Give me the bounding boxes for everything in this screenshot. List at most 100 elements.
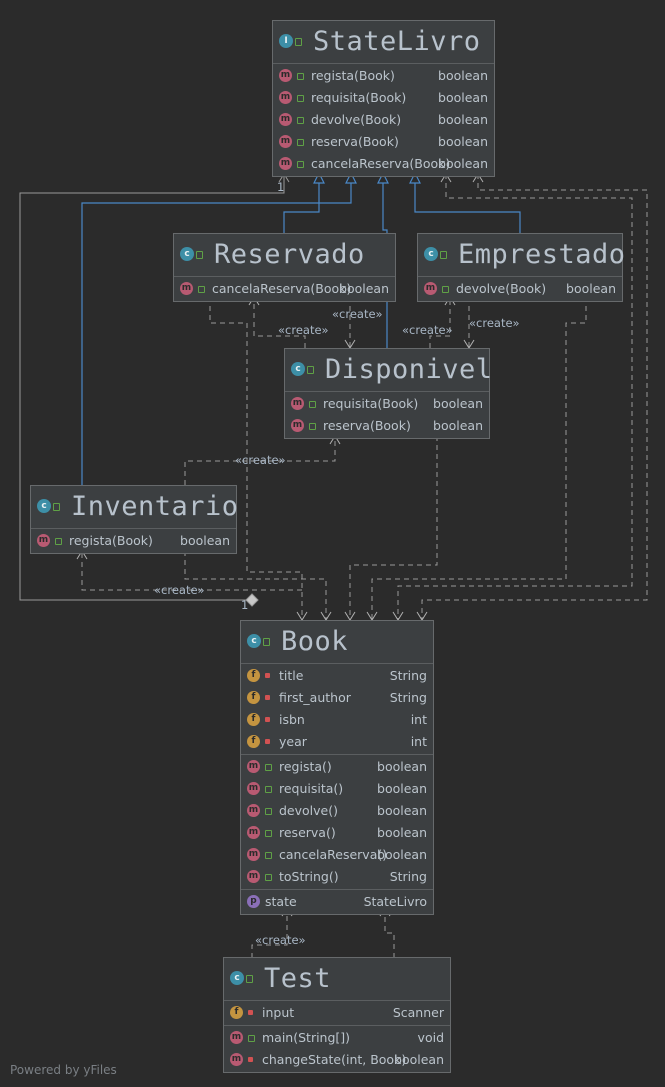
member-type: boolean [438, 68, 488, 83]
public-visibility-icon [248, 1035, 255, 1042]
member-type: boolean [339, 281, 389, 296]
method-icon: m [247, 848, 260, 861]
member-name: cancelaReserva() [279, 847, 388, 862]
member-name: reserva(Book) [311, 134, 399, 149]
public-visibility-icon [297, 73, 304, 80]
member-name: reserva() [279, 825, 336, 840]
class-name: Reservado [214, 239, 365, 270]
public-visibility-icon [265, 808, 272, 815]
multiplicity-label-book: 1 [241, 598, 249, 612]
member-type: boolean [438, 112, 488, 127]
member-type: Scanner [392, 1005, 444, 1020]
field-icon: f [247, 691, 260, 704]
method-icon: m [247, 870, 260, 883]
member-type: boolean [180, 533, 230, 548]
class-name: StateLivro [313, 26, 481, 57]
class-icon: c [247, 634, 261, 648]
member-name: reserva(Book) [323, 418, 411, 433]
member-type: String [389, 869, 427, 884]
method-icon: m [180, 282, 193, 295]
member-type: String [389, 690, 427, 705]
public-visibility-icon [53, 503, 60, 511]
class-icon: c [37, 499, 51, 513]
member-name: title [279, 668, 304, 683]
member-type: boolean [377, 759, 427, 774]
private-lock-icon [265, 717, 270, 722]
public-visibility-icon [440, 251, 447, 259]
member-type: int [410, 734, 427, 749]
member-type: boolean [433, 396, 483, 411]
create-label-inventario: «create» [235, 453, 286, 467]
method-icon: m [279, 91, 292, 104]
method-icon: m [279, 135, 292, 148]
create-label-test: «create» [255, 933, 306, 947]
method-icon: m [291, 397, 304, 410]
member-name: changeState(int, Book) [262, 1052, 407, 1067]
class-name: Book [281, 626, 349, 657]
member-type: String [389, 668, 427, 683]
member-name: regista(Book) [311, 68, 395, 83]
method-row[interactable]: m reserva() boolean [241, 822, 433, 844]
member-name: devolve() [279, 803, 338, 818]
create-label-book-inventario: «create» [154, 583, 205, 597]
member-name: regista(Book) [69, 533, 153, 548]
class-name: Test [264, 963, 332, 994]
member-type: boolean [377, 825, 427, 840]
member-name: devolve(Book) [456, 281, 547, 296]
public-visibility-icon [297, 95, 304, 102]
member-name: requisita() [279, 781, 344, 796]
member-name: main(String[]) [262, 1030, 351, 1045]
method-icon: m [230, 1053, 243, 1066]
member-name: requisita(Book) [311, 90, 407, 105]
class-name: Inventario [71, 491, 239, 522]
method-icon: m [279, 157, 292, 170]
member-type: boolean [438, 156, 488, 171]
public-visibility-icon [297, 161, 304, 168]
private-lock-icon [248, 1010, 253, 1015]
public-visibility-icon [198, 286, 205, 293]
method-icon: m [247, 826, 260, 839]
member-type: StateLivro [363, 894, 427, 909]
